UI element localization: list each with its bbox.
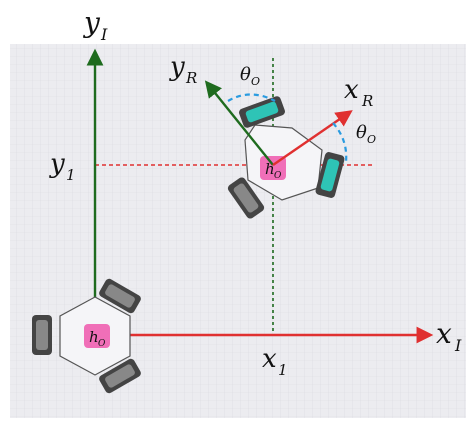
svg-text:θ: θ [356,122,367,143]
svg-text:1: 1 [278,361,288,379]
svg-text:θ: θ [240,64,251,85]
label-theta-right: θ O [356,122,376,146]
robot-moved-wheel-top [239,96,285,128]
label-y-1: y 1 [49,149,76,184]
svg-text:R: R [185,69,197,87]
robot-origin-wheel-bottom [99,358,141,394]
svg-text:I: I [100,25,108,44]
robot-moved-wheel-bottom [227,177,265,219]
label-x-1: x 1 [262,344,288,379]
theta-arc-right [332,122,348,163]
svg-text:x: x [344,75,359,105]
label-x-R: x R [344,75,373,110]
svg-text:O: O [251,75,260,88]
robot-moved-label: h [265,160,275,178]
svg-text:x: x [436,317,452,350]
robot-moved-label-box [260,156,286,180]
robot-moved-wheel-right [315,152,345,198]
svg-text:y: y [49,149,65,179]
svg-text:1: 1 [66,166,76,184]
svg-text:R: R [361,92,373,110]
svg-text:y: y [82,6,101,39]
robot-origin-label: h [89,328,99,346]
robot-origin-label-sub: O [98,339,106,349]
svg-text:x: x [262,344,277,374]
robot-x-axis [272,110,353,166]
svg-text:I: I [454,336,462,355]
robot-origin-wheel-left [32,315,52,355]
robot-y-axis [204,80,274,166]
label-y-R: y R [169,52,197,87]
robot-moved-label-sub: O [274,171,282,181]
svg-text:y: y [169,52,185,82]
svg-text:O: O [367,133,376,146]
robot-origin: h O [32,278,141,394]
label-theta-top: θ O [240,64,260,88]
robot-origin-label-box [84,324,110,348]
robot-origin-wheel-top [99,278,141,314]
label-y-I: y I [82,6,108,44]
theta-arc-top [227,93,276,102]
label-x-I: x I [436,317,462,355]
